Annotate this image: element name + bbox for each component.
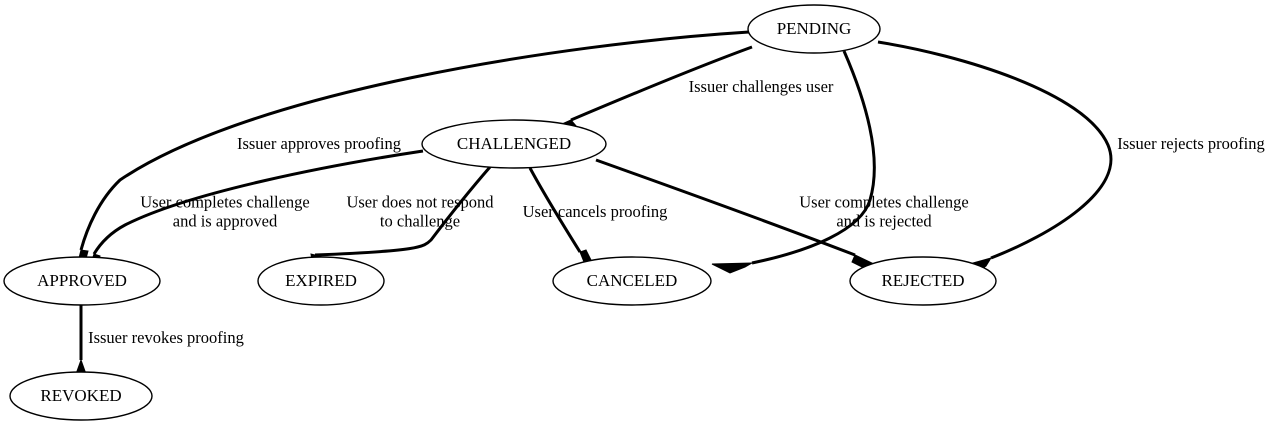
- edge-approved-revoked: [75, 305, 87, 375]
- edge-label-pending-challenged: Issuer challenges user: [689, 77, 834, 96]
- edge-pending-approved: [75, 30, 750, 271]
- edge-label-approved-revoked: Issuer revokes proofing: [88, 328, 244, 347]
- state-node-challenged[interactable]: CHALLENGED: [421, 119, 607, 169]
- node-ellipse-pending[interactable]: [747, 4, 881, 54]
- node-label-pending: PENDING: [777, 19, 852, 38]
- state-node-approved[interactable]: APPROVED: [3, 256, 161, 306]
- state-node-pending[interactable]: PENDING: [747, 4, 881, 54]
- node-label-challenged: CHALLENGED: [457, 134, 571, 153]
- state-node-canceled[interactable]: CANCELED: [552, 256, 712, 306]
- edge-path-pending-rejected: [877, 40, 1113, 260]
- node-label-rejected: REJECTED: [881, 271, 964, 290]
- node-label-approved: APPROVED: [37, 271, 127, 290]
- edge-path-challenged-expired: [314, 166, 492, 257]
- node-ellipse-revoked[interactable]: [9, 371, 153, 421]
- edge-path-pending-challenged: [570, 45, 753, 122]
- edge-path-challenged-rejected: [595, 158, 856, 257]
- edge-pending-rejected: [877, 40, 1113, 277]
- edge-label-pending-canceled: User cancels proofing: [523, 202, 668, 221]
- node-ellipse-canceled[interactable]: [552, 256, 712, 306]
- state-node-rejected[interactable]: REJECTED: [849, 256, 997, 306]
- node-label-expired: EXPIRED: [285, 271, 357, 290]
- edge-label-pending-approved: Issuer approves proofing: [237, 134, 401, 153]
- node-ellipse-challenged[interactable]: [421, 119, 607, 169]
- edge-pending-canceled: [711, 50, 876, 274]
- node-ellipse-expired[interactable]: [257, 256, 385, 306]
- edge-path-pending-approved: [79, 30, 750, 251]
- nodes-layer: PENDING CHALLENGED APPROVED EXPIRED CANCELED…: [3, 4, 997, 421]
- node-label-revoked: REVOKED: [40, 386, 121, 405]
- node-ellipse-approved[interactable]: [3, 256, 161, 306]
- edge-path-challenged-approved: [92, 149, 424, 255]
- state-node-expired[interactable]: EXPIRED: [257, 256, 385, 306]
- edge-path-pending-canceled: [751, 50, 876, 265]
- node-label-canceled: CANCELED: [587, 271, 678, 290]
- state-node-revoked[interactable]: REVOKED: [9, 371, 153, 421]
- edge-label-pending-rejected: Issuer rejects proofing: [1117, 134, 1265, 153]
- arrowhead-icon-pending-canceled: [711, 262, 753, 274]
- node-ellipse-rejected[interactable]: [849, 256, 997, 306]
- edge-path-challenged-canceled: [528, 167, 582, 253]
